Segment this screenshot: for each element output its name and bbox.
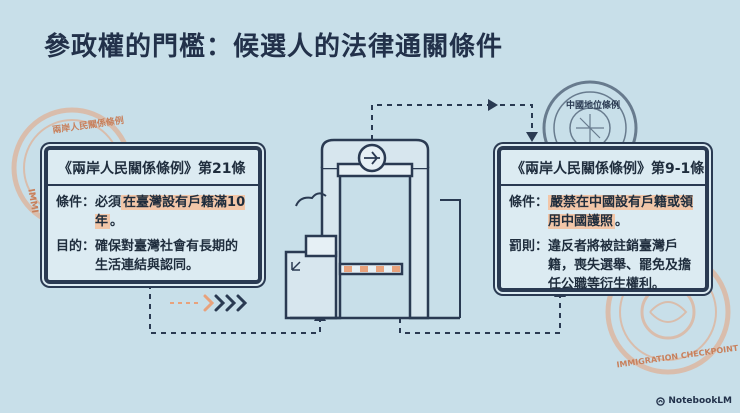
right-penalty-label: 罰則：	[509, 239, 549, 254]
right-penalty-row: 罰則： 違反者將被註銷臺灣戶籍，喪失選舉、罷免及擔任公職等衍生權利。	[509, 237, 697, 294]
chevrons	[203, 294, 248, 312]
brand-label: NotebookLM	[668, 396, 732, 406]
right-condition-post: 。	[615, 214, 629, 229]
page-title: 參政權的門檻：候選人的法律通關條件	[44, 32, 504, 62]
right-law-card: 《兩岸人民關係條例》第9-1條 條件： 嚴禁在中國設有戶籍或領用中國護照。 罰則…	[497, 146, 709, 292]
notebooklm-logo-icon	[656, 396, 666, 406]
arrow-right-top	[500, 104, 533, 136]
arrow-left-down	[149, 284, 321, 334]
right-condition-label: 條件：	[509, 195, 549, 210]
right-stamp-text: 中國地位條例	[566, 101, 621, 111]
right-penalty-text: 違反者將被註銷臺灣戶籍，喪失選舉、罷免及擔任公職等衍生權利。	[548, 239, 692, 292]
brand-watermark: NotebookLM	[656, 396, 732, 406]
flow-arrows	[149, 104, 561, 334]
left-condition-label: 條件：	[56, 195, 96, 210]
right-condition-row: 條件： 嚴禁在中國設有戶籍或領用中國護照。	[509, 193, 697, 231]
security-gate-icon	[284, 138, 461, 320]
arrow-top	[371, 104, 490, 140]
arrow-right-down	[399, 292, 561, 334]
left-purpose-label: 目的：	[56, 239, 96, 254]
right-card-header: 《兩岸人民關係條例》第9-1條	[501, 150, 705, 186]
left-condition-post: 。	[110, 214, 124, 229]
left-purpose-text: 確保對臺灣社會有長期的生活連結與認同。	[95, 239, 239, 273]
cloud-icon	[295, 192, 327, 207]
left-card-header: 《兩岸人民關係條例》第21條	[48, 150, 258, 186]
left-purpose-row: 目的： 確保對臺灣社會有長期的生活連結與認同。	[56, 237, 250, 275]
left-condition-row: 條件： 必須在臺灣設有戶籍滿10年。	[56, 193, 250, 231]
left-law-card: 《兩岸人民關係條例》第21條 條件： 必須在臺灣設有戶籍滿10年。 目的： 確保…	[44, 146, 262, 284]
left-condition-pre: 必須	[95, 195, 122, 210]
